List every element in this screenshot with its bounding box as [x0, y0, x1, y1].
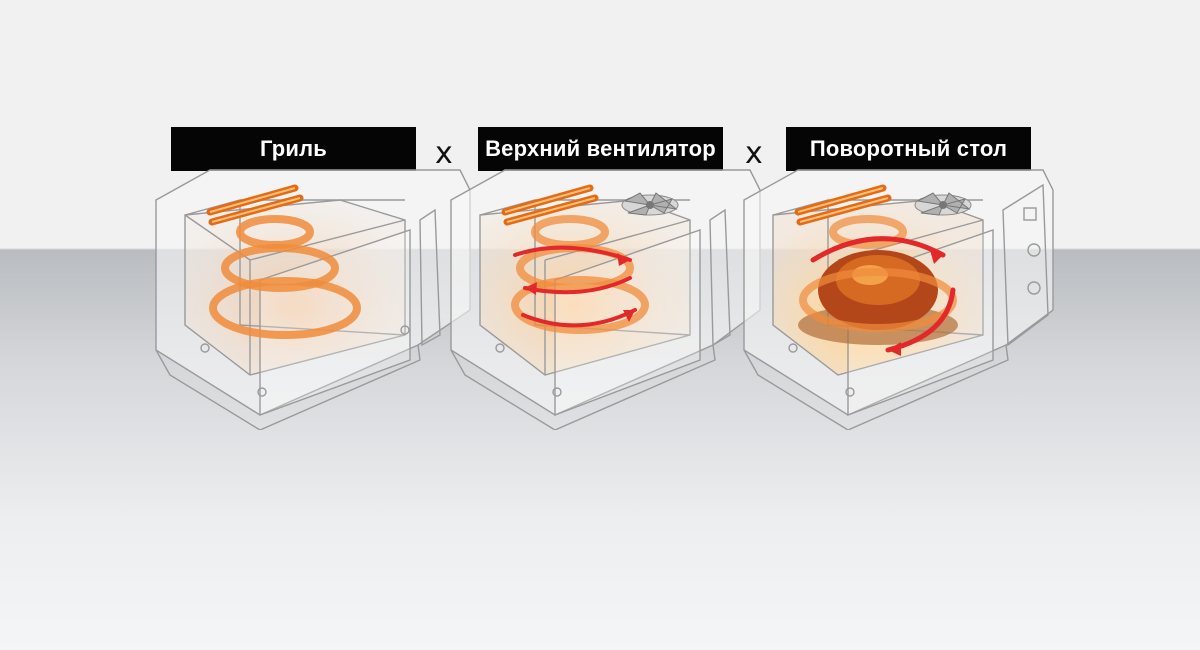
multiply-sign: x [745, 136, 763, 171]
mode-label-top-fan: Верхний вентилятор [478, 127, 723, 171]
fan-icon [914, 192, 972, 216]
top-fan-oven-illustration [450, 169, 761, 430]
mode-label-turntable: Поворотный стол [786, 127, 1031, 171]
turntable-oven-illustration [743, 169, 1054, 430]
grill-oven-illustration [155, 169, 471, 430]
fan-icon [621, 192, 679, 216]
heater-elements [206, 184, 304, 226]
multiply-sign: x [435, 136, 453, 171]
mode-label-grill: Гриль [171, 127, 416, 171]
